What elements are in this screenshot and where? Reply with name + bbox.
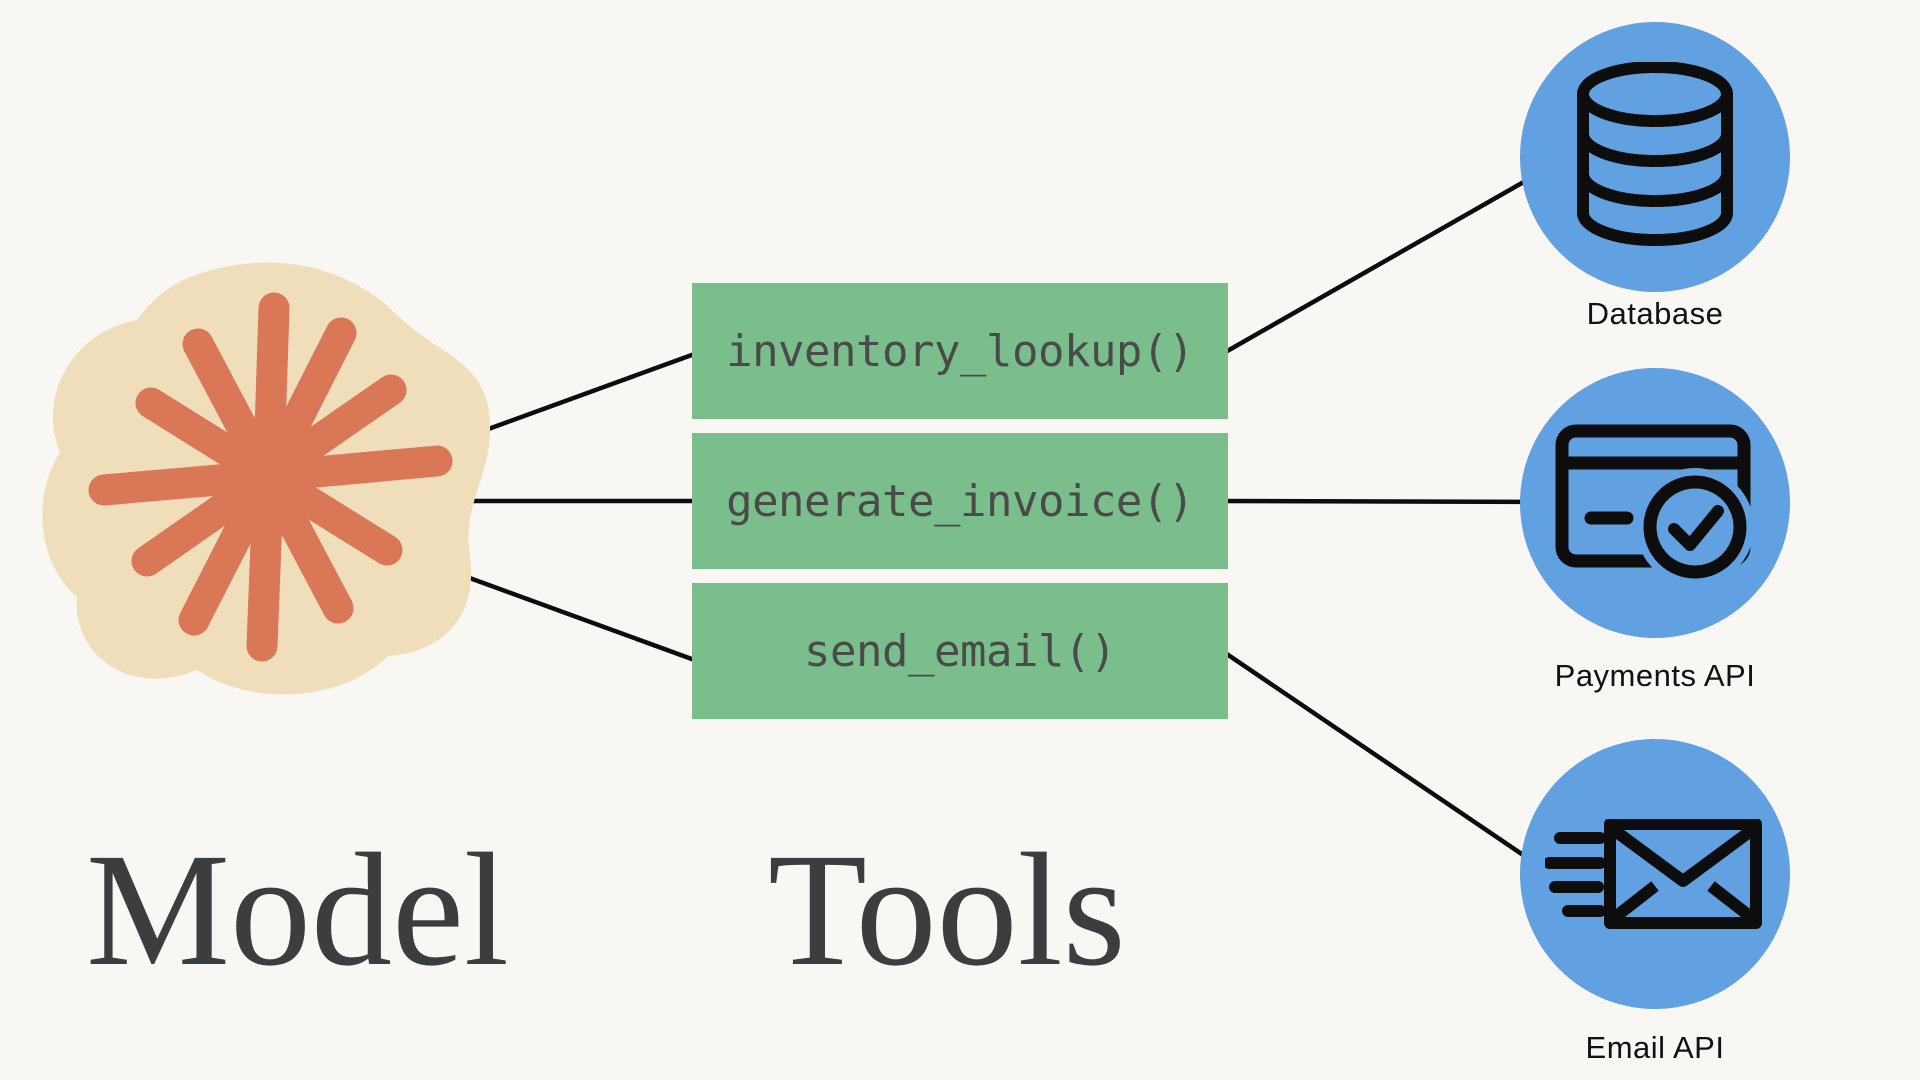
service-label-database: Database [1586,296,1724,331]
email-send-icon [1545,819,1762,929]
heading-tools: Tools [768,821,1126,1000]
service-circle-database [1520,22,1790,292]
service-circle-payments [1520,368,1790,638]
tool-box-generate-invoice: generate_invoice() [692,433,1228,569]
connector-email-to-emailapi [1213,644,1562,882]
connector-inventory-to-database [1213,165,1552,360]
service-label-email-api: Email API [1585,1030,1725,1065]
tool-label-inventory-lookup: inventory_lookup() [726,325,1194,377]
tool-label-send-email: send_email() [804,625,1116,677]
service-label-payments-api: Payments API [1554,658,1756,693]
connector-model-to-inventory [449,349,701,446]
model-spark-icon [88,292,453,662]
database-icon [1577,62,1733,246]
credit-card-check-icon [1555,424,1754,583]
tool-box-send-email: send_email() [692,583,1228,719]
tool-label-generate-invoice: generate_invoice() [726,475,1194,527]
tool-box-inventory-lookup: inventory_lookup() [692,283,1228,419]
service-circle-email [1520,739,1790,1009]
connector-invoice-to-payments [1214,498,1551,505]
connector-model-to-email [444,566,701,665]
heading-model: Model [86,821,509,1000]
